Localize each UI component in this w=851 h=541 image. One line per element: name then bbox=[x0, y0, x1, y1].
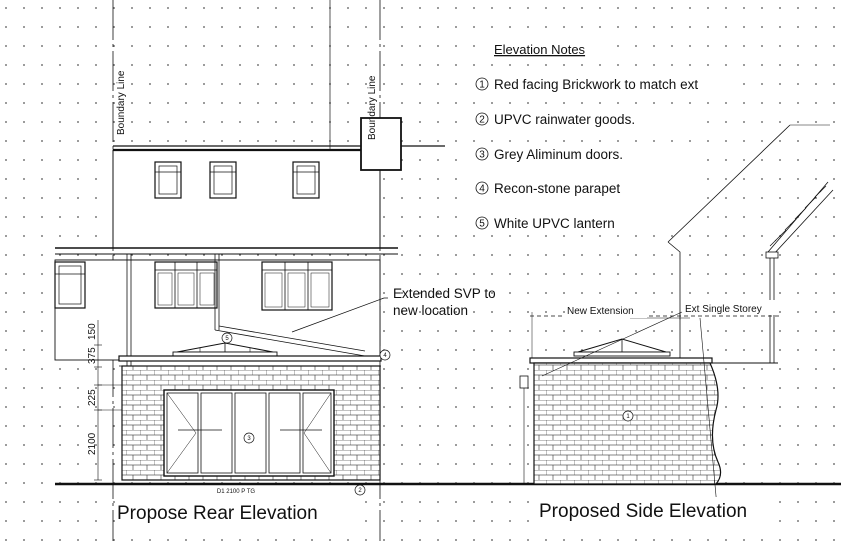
dim-2100: 2100 bbox=[87, 432, 98, 455]
marker-5-label: 5 bbox=[225, 336, 229, 342]
rear-labels: Boundary Line Boundary Line Extended SVP… bbox=[87, 70, 496, 526]
note-num-2: 2 bbox=[479, 115, 485, 126]
notes-title: Elevation Notes bbox=[494, 42, 586, 57]
marker-1 bbox=[622, 410, 634, 422]
marker-3-label: 3 bbox=[247, 436, 251, 442]
rear-elevation bbox=[54, 0, 841, 541]
upper-storey-wall bbox=[112, 149, 381, 249]
note-marker-5 bbox=[475, 216, 489, 230]
ground-window-1 bbox=[154, 261, 218, 309]
note-marker-2 bbox=[475, 112, 489, 126]
marker-3 bbox=[243, 432, 255, 444]
boundary-label-left: Boundary Line bbox=[116, 70, 127, 135]
marker-4-label: 4 bbox=[383, 353, 387, 359]
note-num-1: 1 bbox=[479, 80, 485, 91]
side-elevation bbox=[519, 124, 834, 519]
roof-lantern-side bbox=[573, 338, 671, 357]
dim-150: 150 bbox=[87, 323, 98, 340]
marker-5 bbox=[221, 332, 233, 344]
roof-tiles bbox=[769, 185, 827, 247]
note-item-5: White UPVC lantern bbox=[494, 216, 615, 231]
note-marker-4 bbox=[475, 181, 489, 195]
door-tag: D1 2100 P TG bbox=[217, 489, 255, 495]
marker-2-label: 2 bbox=[358, 488, 362, 494]
side-brick-wall bbox=[533, 362, 722, 485]
svp-label-line2: new location bbox=[393, 303, 468, 318]
note-num-3: 3 bbox=[479, 150, 485, 161]
parapet-rear bbox=[118, 355, 382, 362]
marker-2 bbox=[354, 484, 366, 496]
note-item-1: Red facing Brickwork to match ext bbox=[494, 77, 698, 92]
bifold-doors bbox=[163, 389, 335, 477]
dim-375: 375 bbox=[87, 347, 98, 364]
house-roof-outline bbox=[667, 124, 791, 243]
upper-window-1 bbox=[154, 161, 182, 199]
elevation-notes: Elevation Notes 1 Red facing Brickwork t… bbox=[472, 38, 742, 235]
chimney bbox=[360, 117, 402, 171]
side-labels: New Extension Ext Single Storey 1 Propos… bbox=[535, 300, 775, 525]
note-marker-1 bbox=[475, 77, 489, 91]
marker-4 bbox=[379, 349, 391, 361]
marker-1-label: 1 bbox=[626, 414, 630, 420]
dim-225: 225 bbox=[87, 389, 98, 406]
note-item-4: Recon-stone parapet bbox=[494, 181, 620, 196]
caption-side: Proposed Side Elevation bbox=[539, 501, 747, 522]
upper-window-2 bbox=[209, 161, 237, 199]
note-num-4: 4 bbox=[479, 184, 485, 195]
note-item-2: UPVC rainwater goods. bbox=[494, 112, 635, 127]
note-num-5: 5 bbox=[479, 219, 485, 230]
ground-window-left bbox=[54, 261, 86, 309]
note-marker-3 bbox=[475, 147, 489, 161]
ext-single-leader bbox=[541, 311, 683, 377]
note-item-3: Grey Aliminum doors. bbox=[494, 147, 623, 162]
upper-window-3 bbox=[292, 161, 320, 199]
boundary-label-right: Boundary Line bbox=[367, 75, 378, 140]
svp-leader bbox=[291, 297, 388, 333]
parapet-side bbox=[529, 357, 713, 364]
svp-label-line1: Extended SVP to bbox=[393, 286, 496, 301]
ground-window-2 bbox=[261, 261, 333, 311]
new-extension-label: New Extension bbox=[567, 306, 634, 317]
ext-single-storey-label: Ext Single Storey bbox=[685, 304, 762, 315]
caption-rear: Propose Rear Elevation bbox=[117, 503, 318, 524]
